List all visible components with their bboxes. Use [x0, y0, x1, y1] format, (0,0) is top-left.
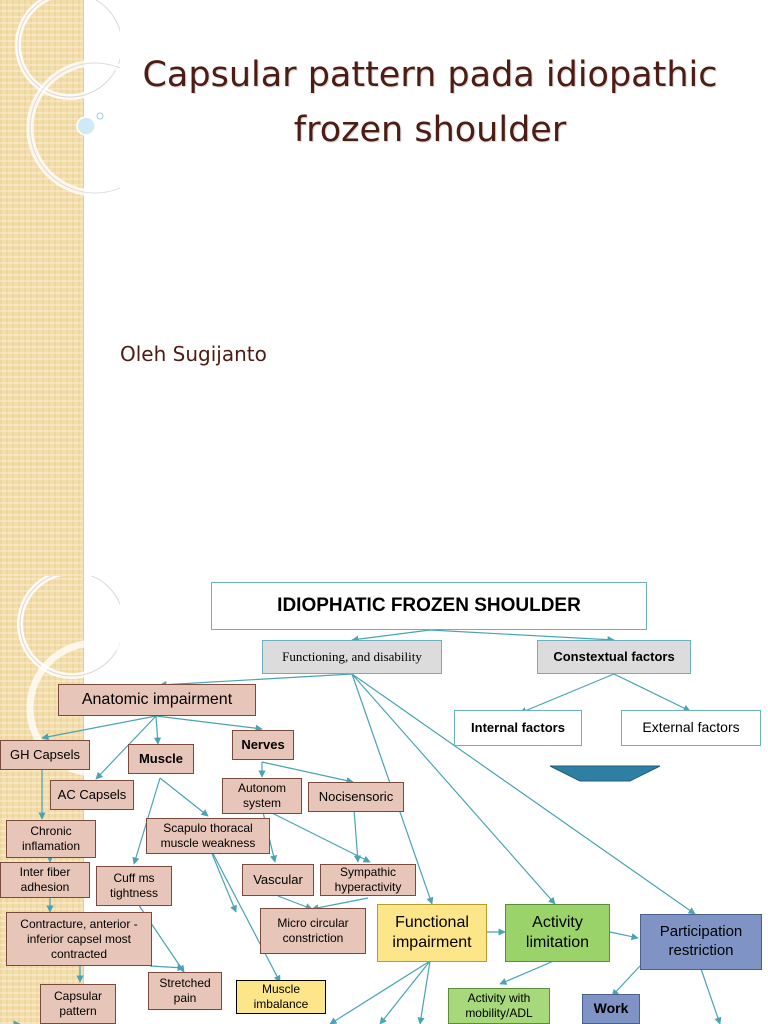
author-name: Oleh Sugijanto [120, 342, 267, 366]
node-functional: Functional impairment [377, 904, 487, 962]
decorative-circles-icon [17, 576, 120, 777]
node-sympathic: Sympathic hyperactivity [320, 864, 416, 896]
node-internal: Internal factors [454, 710, 582, 746]
flow-diagram: IDIOPHATIC FROZEN SHOULDER Functioning, … [0, 576, 768, 1024]
node-anatomic: Anatomic impairment [58, 684, 256, 716]
node-main-title: IDIOPHATIC FROZEN SHOULDER [211, 582, 647, 630]
node-capsular: Capsular pattern [40, 984, 116, 1024]
node-micro: Micro circular constriction [260, 908, 366, 954]
node-stretched: Stretched pain [148, 972, 222, 1010]
diagram-slide: IDIOPHATIC FROZEN SHOULDER Functioning, … [0, 576, 768, 1024]
connector-lines [38, 629, 722, 1024]
node-chronic: Chronic inflamation [6, 820, 96, 858]
node-scapulo: Scapulo thoracal muscle weakness [146, 818, 270, 854]
node-ac-capsels: AC Capsels [50, 780, 134, 810]
node-cuff: Cuff ms tightness [96, 866, 172, 906]
node-gh-capsels: GH Capsels [0, 740, 90, 770]
block-arrow-icon [549, 765, 661, 782]
node-nocisensoric: Nocisensoric [308, 782, 404, 812]
node-external: External factors [621, 710, 761, 746]
slide-title: Capsular pattern pada idiopathic frozen … [142, 55, 718, 150]
node-activity: Activity limitation [505, 904, 610, 962]
decorative-circles-icon [15, 0, 120, 197]
node-functioning: Functioning, and disability [262, 640, 442, 674]
node-participation: Participation restriction [640, 914, 762, 970]
title-slide: Capsular pattern pada idiopathic frozen … [0, 0, 718, 576]
node-nerves: Nerves [232, 730, 294, 760]
node-inter-fiber: Inter fiber adhesion [0, 862, 90, 898]
node-autonom: Autonom system [222, 778, 302, 814]
node-work: Work [582, 994, 640, 1024]
node-vascular: Vascular [242, 864, 314, 896]
decorative-side-strip [0, 0, 120, 576]
node-contracture: Contracture, anterior - inferior capsel … [6, 912, 152, 966]
node-imbalance: Muscle imbalance [236, 980, 326, 1014]
node-contextual: Constextual factors [537, 640, 691, 674]
node-activity-mobility: Activity with mobility/ADL [448, 988, 550, 1024]
node-muscle: Muscle [128, 744, 194, 774]
